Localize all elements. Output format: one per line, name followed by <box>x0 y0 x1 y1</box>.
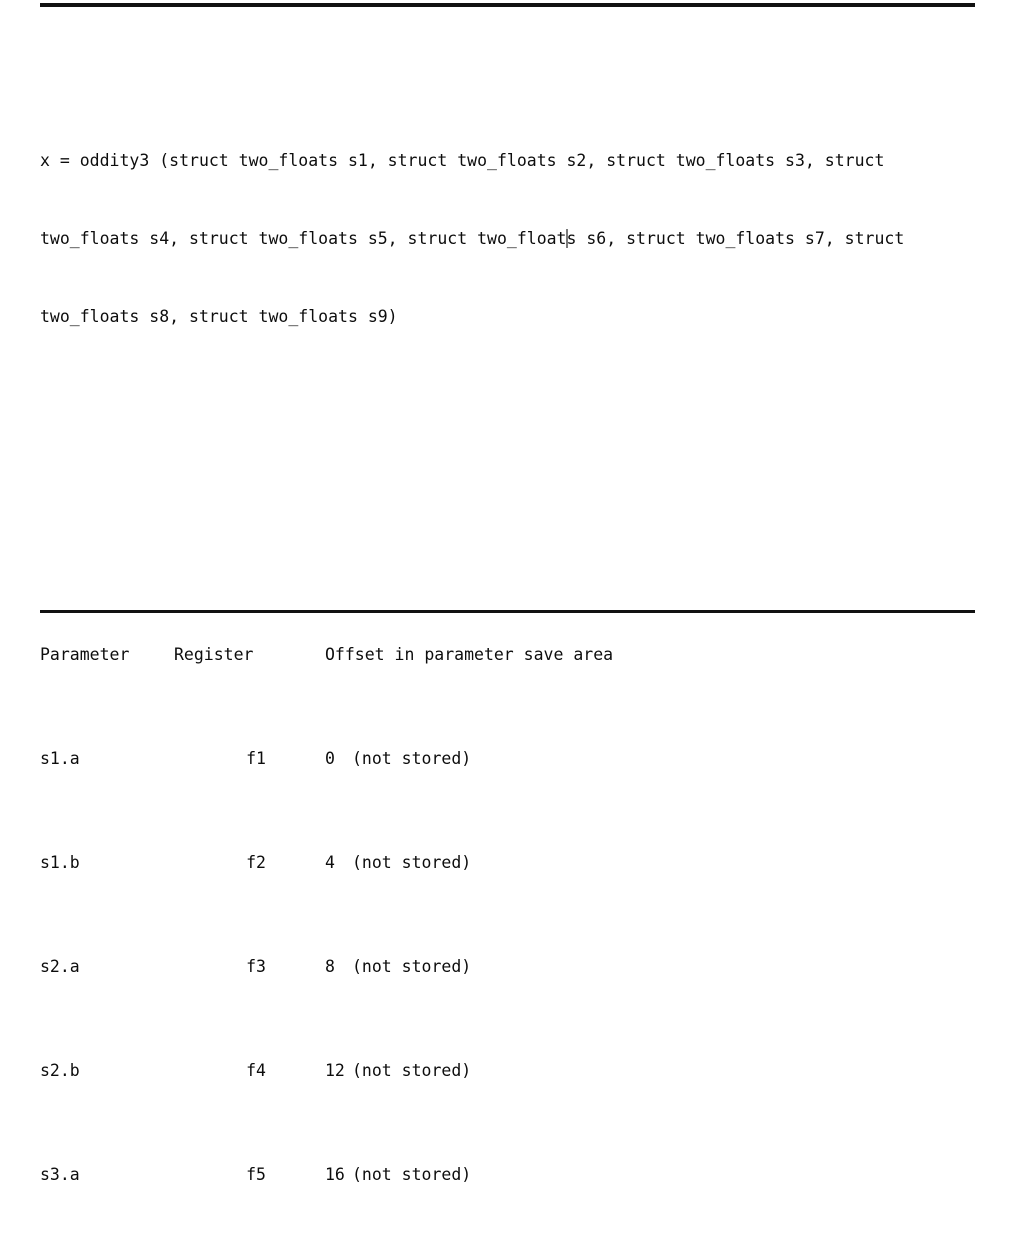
table-row: s2.a f3 8 (not stored) <box>40 954 980 980</box>
table-header-row: Parameter Register Offset in parameter sav… <box>40 642 980 668</box>
blank-line <box>40 460 980 486</box>
cell-offset: 0 <box>325 749 335 768</box>
cell-register: f2 <box>246 853 266 872</box>
cell-parameter: s2.b <box>40 1061 80 1080</box>
signature-line-3: two_floats s8, struct two_floats s9) <box>40 307 398 326</box>
top-rule <box>40 3 975 7</box>
cell-note: (not stored) <box>352 1061 472 1080</box>
code-listing-page: x = oddity3 (struct two_floats s1, struc… <box>40 3 975 1184</box>
cell-note: (not stored) <box>352 1165 472 1184</box>
cell-register: f1 <box>246 749 266 768</box>
cell-note: (not stored) <box>352 853 472 872</box>
table-row: s1.b f2 4 (not stored) <box>40 850 980 876</box>
column-header-offset: Offset in parameter save area <box>325 645 614 664</box>
cell-register: f3 <box>246 957 266 976</box>
cell-parameter: s1.a <box>40 749 80 768</box>
signature-line-2-after-caret: s s6, struct two_floats s7, struct <box>566 229 905 248</box>
table-row: s1.a f1 0 (not stored) <box>40 746 980 772</box>
listing-content: x = oddity3 (struct two_floats s1, struc… <box>40 18 980 1250</box>
cell-offset: 12 <box>325 1061 345 1080</box>
signature-line-2-before-caret: two_floats s4, struct two_floats s5, str… <box>40 229 567 248</box>
cell-offset: 8 <box>325 957 335 976</box>
cell-note: (not stored) <box>352 749 472 768</box>
parameter-register-table: Parameter Register Offset in parameter sav… <box>40 564 980 1250</box>
cell-offset: 4 <box>325 853 335 872</box>
cell-note: (not stored) <box>352 957 472 976</box>
cell-offset: 16 <box>325 1165 345 1184</box>
table-row: s3.a f5 16 (not stored) <box>40 1162 980 1188</box>
text-caret <box>565 229 568 248</box>
cell-register: f5 <box>246 1165 266 1184</box>
bottom-rule <box>40 610 975 613</box>
table-row: s2.b f4 12 (not stored) <box>40 1058 980 1084</box>
cell-parameter: s1.b <box>40 853 80 872</box>
cell-parameter: s3.a <box>40 1165 80 1184</box>
cell-register: f4 <box>246 1061 266 1080</box>
signature-line-2: two_floats s4, struct two_floats s5, str… <box>40 226 980 252</box>
column-header-parameter: Parameter <box>40 645 130 664</box>
column-header-register: Register <box>174 645 254 664</box>
function-signature-block[interactable]: x = oddity3 (struct two_floats s1, struc… <box>40 96 980 382</box>
signature-line-1: x = oddity3 (struct two_floats s1, struc… <box>40 151 885 170</box>
cell-parameter: s2.a <box>40 957 80 976</box>
